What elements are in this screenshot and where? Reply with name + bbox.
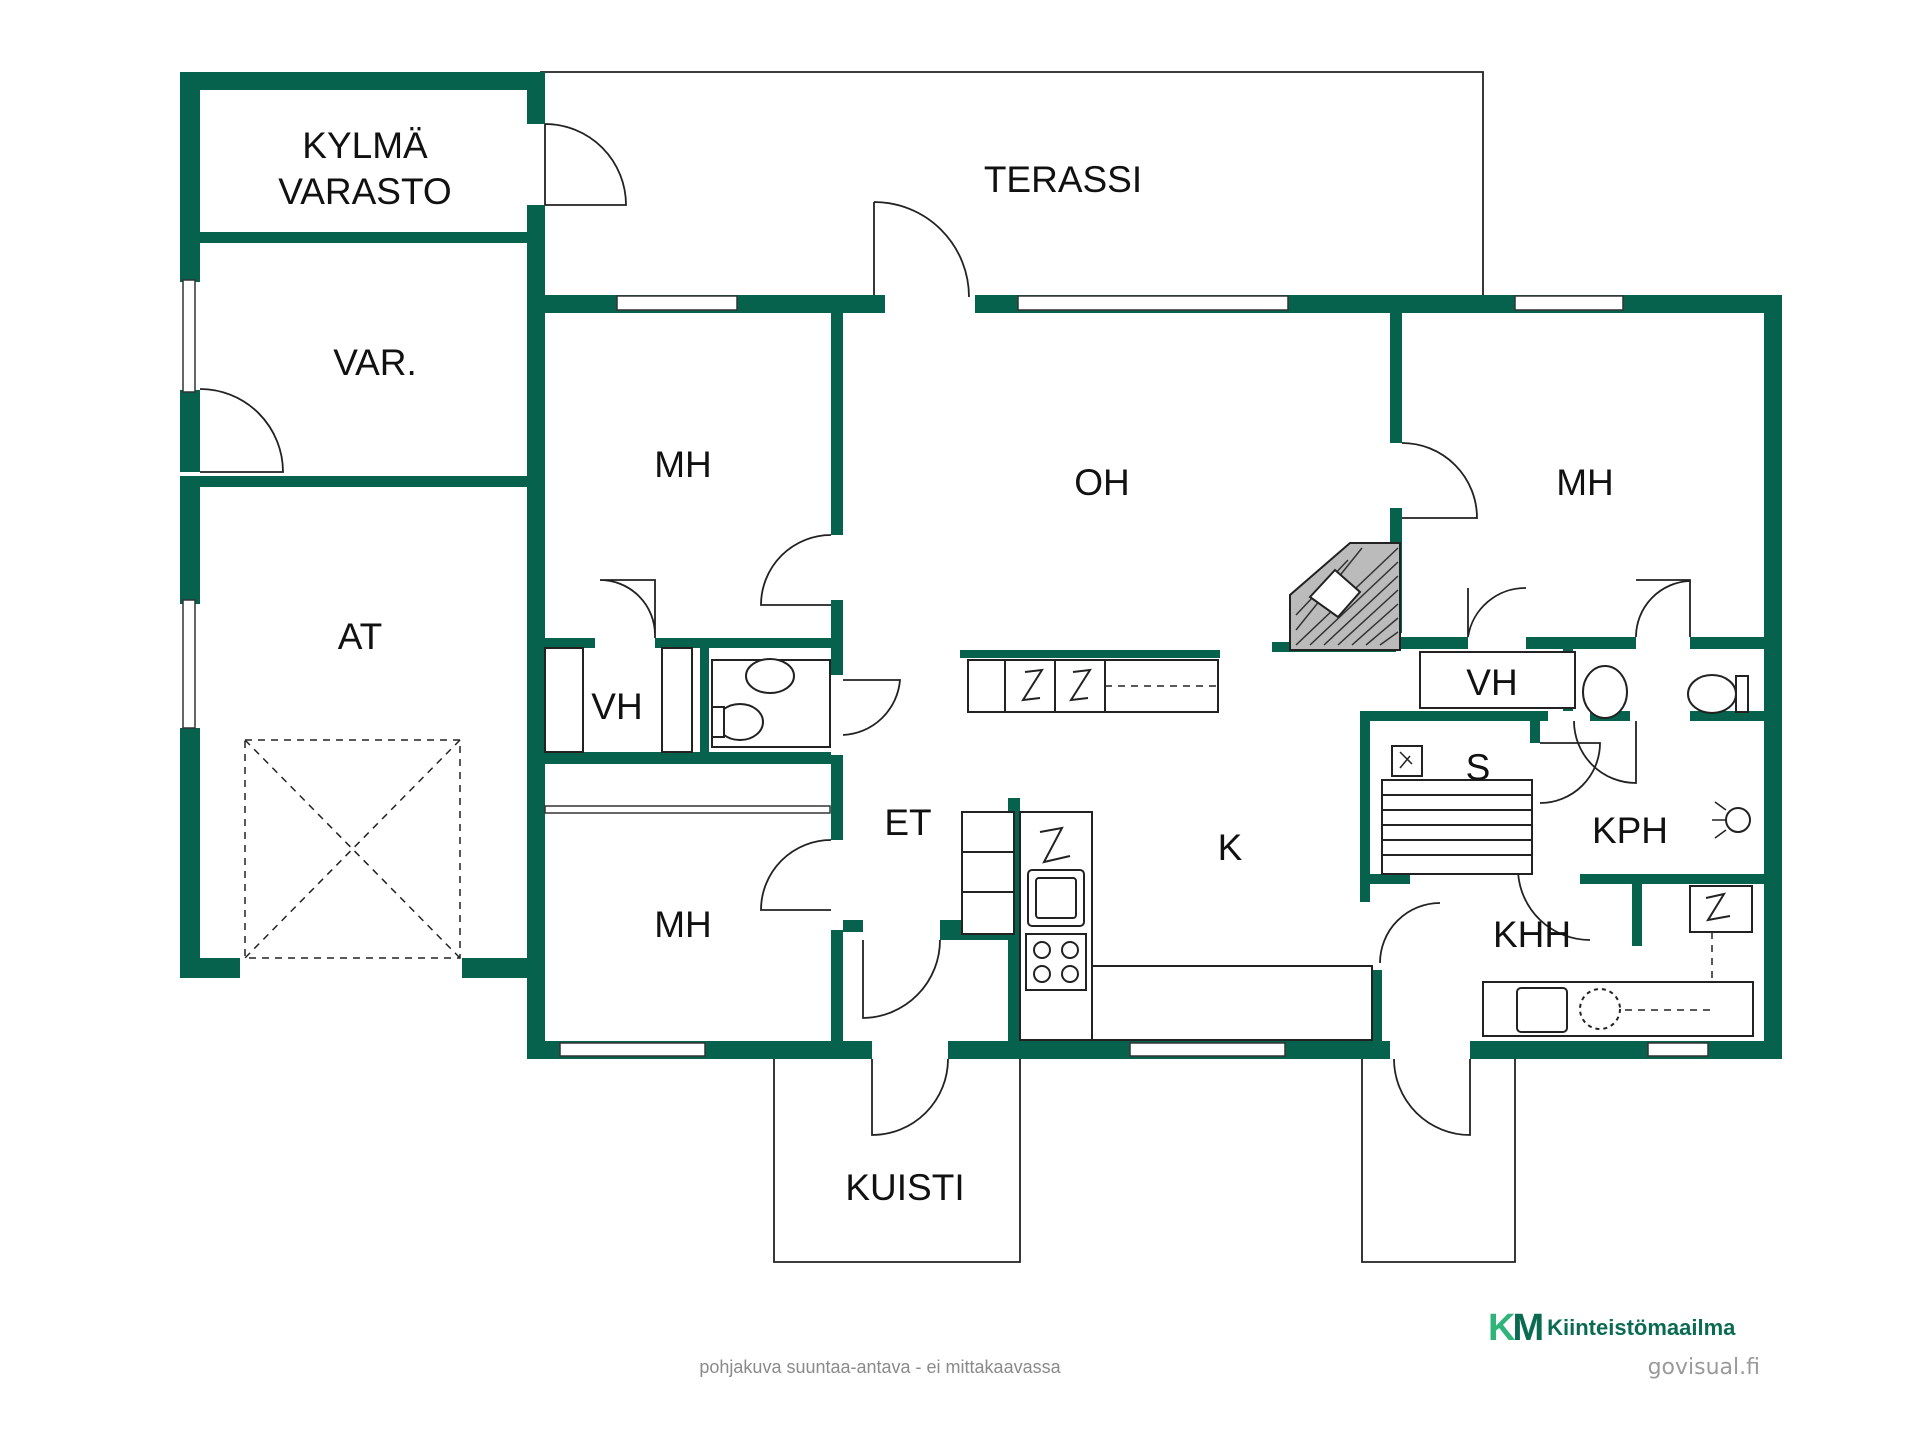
room-label-kph: KPH [1592, 810, 1668, 851]
porch-outline [773, 1058, 1021, 1263]
fixtures [244, 542, 1754, 1041]
stove-symbol-icon [1021, 668, 1044, 702]
room-label-mh-right: MH [1556, 462, 1614, 503]
room-label-sauna: S [1466, 747, 1491, 788]
sink-icon [745, 658, 795, 694]
brand-name: Kiinteistömaailma [1547, 1315, 1736, 1340]
room-label-at: AT [338, 616, 383, 657]
room-label-terassi: TERASSI [984, 159, 1142, 200]
disclaimer-note: pohjakuva suuntaa-antava - ei mittakaava… [699, 1357, 1061, 1377]
hob-icon [1025, 933, 1087, 991]
room-label-vh-right: VH [1466, 662, 1517, 703]
room-label-khh: KHH [1493, 914, 1571, 955]
terrace-outline [540, 71, 1484, 297]
km-logo-icon: KM [1488, 1306, 1544, 1349]
credit-text: govisual.fi [1647, 1355, 1760, 1380]
room-label-var: VAR. [333, 342, 417, 383]
doors [199, 123, 1691, 1136]
room-label-mh-top-left: MH [654, 444, 712, 485]
entrance-outline [1361, 1058, 1516, 1263]
room-label-vh-left: VH [591, 686, 642, 727]
heater-icon [1391, 745, 1423, 777]
room-label-k: K [1218, 827, 1243, 868]
room-label-et: ET [884, 802, 931, 843]
sink-icon [1582, 665, 1628, 719]
room-label-varasto: VARASTO [278, 171, 451, 212]
washer-icon [1579, 988, 1621, 1030]
appliance-icon [1705, 892, 1731, 922]
shower-icon [1725, 807, 1751, 833]
utility-sink-icon [1516, 987, 1568, 1033]
brand-logo: KM Kiinteistömaailma [1488, 1306, 1736, 1349]
room-label-oh: OH [1074, 462, 1130, 503]
appliance-icon [1039, 826, 1071, 864]
room-label-mh-bottom-left: MH [654, 904, 712, 945]
room-label-kylma: KYLMÄ [302, 125, 428, 166]
toilet-icon [1687, 674, 1737, 714]
room-label-kuisti: KUISTI [845, 1167, 964, 1208]
windows [182, 279, 1709, 1057]
